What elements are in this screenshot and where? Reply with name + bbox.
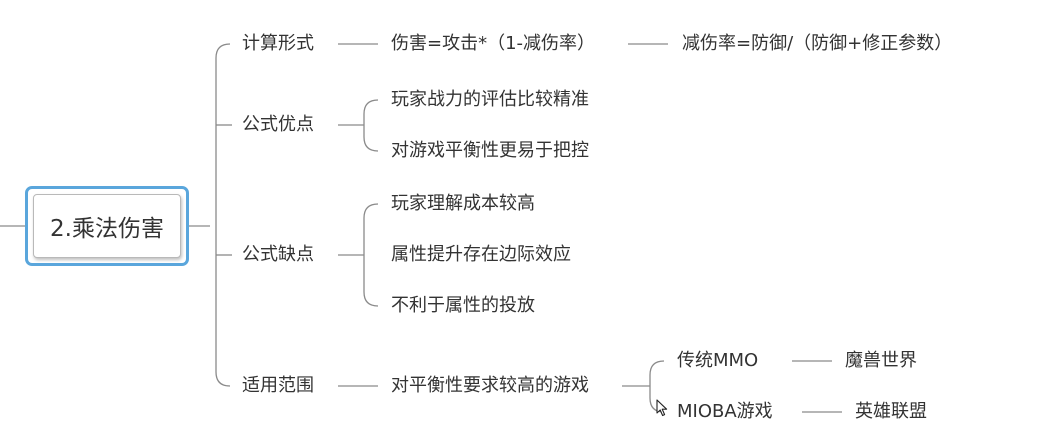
subtopic-world-of-warcraft[interactable]: 魔兽世界 [845, 350, 917, 371]
subtopic-advantage-1[interactable]: 玩家战力的评估比较精准 [391, 89, 589, 110]
subtopic-moba-games[interactable]: MIOBA游戏 [677, 401, 773, 422]
topic-formula-advantages[interactable]: 公式优点 [242, 114, 314, 135]
topic-formula-disadvantages[interactable]: 公式缺点 [242, 244, 314, 265]
subtopic-balanced-games[interactable]: 对平衡性要求较高的游戏 [391, 375, 589, 396]
subtopic-advantage-2[interactable]: 对游戏平衡性更易于把控 [391, 140, 589, 161]
subtopic-disadvantage-3[interactable]: 不利于属性的投放 [391, 295, 535, 316]
topic-applicable-scope[interactable]: 适用范围 [242, 375, 314, 396]
subtopic-disadvantage-1[interactable]: 玩家理解成本较高 [391, 193, 535, 214]
subtopic-disadvantage-2[interactable]: 属性提升存在边际效应 [391, 244, 571, 265]
subtopic-league-of-legends[interactable]: 英雄联盟 [855, 401, 927, 422]
subtopic-traditional-mmo[interactable]: 传统MMO [677, 350, 759, 371]
subtopic-reduction-formula[interactable]: 减伤率=防御/（防御+修正参数） [682, 33, 953, 54]
topic-calculation-form[interactable]: 计算形式 [242, 33, 314, 54]
root-topic-label: 2.乘法伤害 [50, 216, 164, 242]
root-topic-box: 2.乘法伤害 [33, 194, 181, 258]
mouse-pointer-icon [656, 399, 668, 417]
root-topic[interactable]: 2.乘法伤害 [25, 186, 189, 266]
subtopic-damage-formula[interactable]: 伤害=攻击*（1-减伤率） [391, 33, 596, 54]
